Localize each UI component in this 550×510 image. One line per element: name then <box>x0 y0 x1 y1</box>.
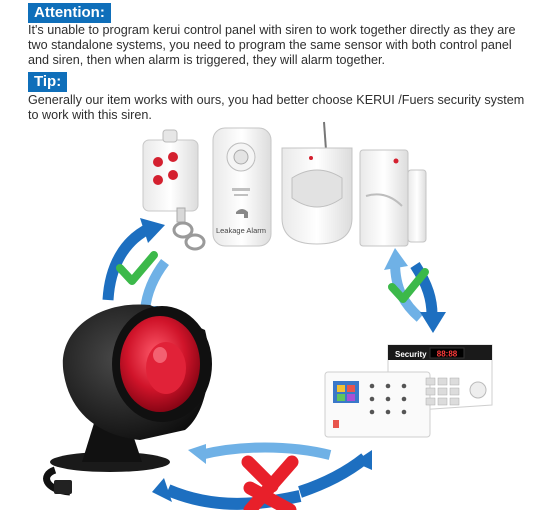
alarm-control-panels: Security 88:88 <box>324 344 493 438</box>
panel-display: 88:88 <box>437 350 458 359</box>
cross-icon <box>243 481 297 510</box>
leakage-alarm: Leakage Alarm <box>212 127 272 247</box>
tip-text: Generally our item works with ours, you … <box>28 93 525 122</box>
panel-brand: Security <box>395 350 427 359</box>
siren <box>43 304 212 496</box>
sensor-panel-arrows <box>384 248 446 333</box>
siren-panel-arrows <box>152 442 372 510</box>
pir-motion-sensor <box>281 121 353 245</box>
remote-control <box>142 129 206 251</box>
tip-heading: Tip: <box>28 72 68 92</box>
attention-heading: Attention: <box>28 3 111 23</box>
door-sensor <box>359 149 427 247</box>
check-icon <box>388 268 429 303</box>
attention-text: It's unable to program kerui control pan… <box>28 23 516 67</box>
check-icon <box>116 251 158 285</box>
leakage-alarm-label: Leakage Alarm <box>216 226 266 235</box>
